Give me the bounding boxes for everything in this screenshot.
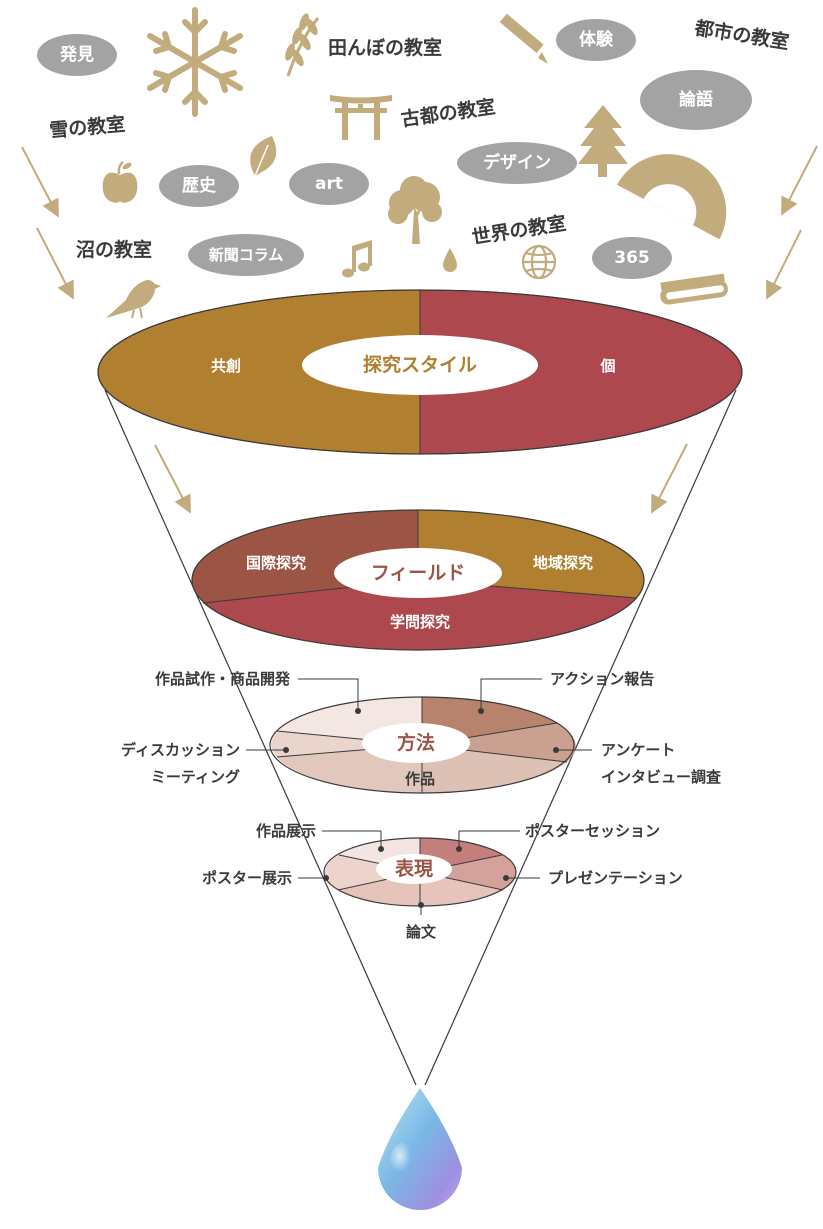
pill-design: デザイン [457,142,577,184]
bird-icon [106,280,161,319]
svg-text:新聞コラム: 新聞コラム [209,246,284,264]
label-gakumon: 学問探究 [390,613,450,631]
pill-art: art [289,163,369,205]
word-toshi: 都市の教室 [692,16,790,54]
label-sakuhin: 作品 [405,770,435,788]
inquiry-style-title: 探究スタイル [363,353,477,376]
water-drop-icon [378,1088,462,1210]
label-discussion: ディスカッション [121,741,240,759]
label-poster-session: ポスターセッション [525,822,660,840]
label-ronbun: 論文 [406,923,437,941]
label-action-report: アクション報告 [550,670,654,688]
label-interview: インタビュー調査 [601,768,722,786]
pill-rekishi: 歴史 [159,165,239,207]
expression-title: 表現 [395,857,433,880]
tree-icon [578,105,628,177]
word-yuki: 雪の教室 [48,112,126,142]
label-chiiki: 地域探究 [533,554,593,572]
label-questionnaire: アンケート [601,741,675,759]
label-kokusai: 国際探究 [246,554,306,572]
word-cloud: 発見 体験 論語 歴史 art デザイン 新聞コラム 365 [21,7,818,514]
music-note-icon [342,240,372,278]
svg-text:デザイン: デザイン [483,152,551,173]
field-title: フィールド [371,562,466,584]
wheat-icon [285,13,320,77]
broadleaf-tree-icon [388,176,442,244]
word-sekai: 世界の教室 [470,211,567,249]
leaf-icon [250,136,277,177]
word-koto: 古都の教室 [399,95,496,131]
svg-text:論語: 論語 [679,89,713,110]
snowflake-icon [147,7,243,117]
protractor-icon [617,154,727,240]
label-sakuhin-tenji: 作品展示 [256,822,316,840]
label-presentation: プレゼンテーション [548,869,683,887]
globe-icon [521,244,557,280]
label-sakuhin-shisaku: 作品試作・商品開発 [155,670,291,688]
level-expression: 表現 作品展示 ポスターセッション ポスター展示 プレゼンテーション 論文 [202,822,683,941]
drop-icon [443,248,457,272]
label-kyoso: 共創 [211,357,241,375]
apple-icon [102,161,138,203]
svg-text:体験: 体験 [579,29,614,50]
word-tanbo: 田んぼの教室 [328,36,442,59]
svg-text:発見: 発見 [59,44,94,65]
level-inquiry-style: 探究スタイル 共創 個 [97,289,743,455]
pill-rongo: 論語 [640,70,752,130]
svg-text:art: art [315,174,343,194]
flow-arrows [21,145,818,514]
svg-text:365: 365 [614,248,650,268]
label-ko: 個 [599,357,615,375]
svg-text:歴史: 歴史 [182,175,217,196]
label-meeting: ミーティング [151,768,240,786]
book-icon [660,273,728,305]
label-poster-tenji: ポスター展示 [202,869,292,887]
torii-icon [330,95,392,140]
level-method: 方法 作品 作品試作・商品開発 アクション報告 ディスカッション ミーティング … [121,670,722,794]
pill-taiken: 体験 [556,19,636,61]
pill-365: 365 [592,237,672,279]
level-field: フィールド 国際探究 地域探究 学問探究 [191,509,645,651]
pill-hakken: 発見 [37,34,117,76]
method-title: 方法 [397,731,435,754]
pill-shinbun-column: 新聞コラム [188,234,304,276]
pencil-icon [499,13,548,64]
funnel-outline [104,389,737,1086]
word-numa: 沼の教室 [76,238,152,261]
